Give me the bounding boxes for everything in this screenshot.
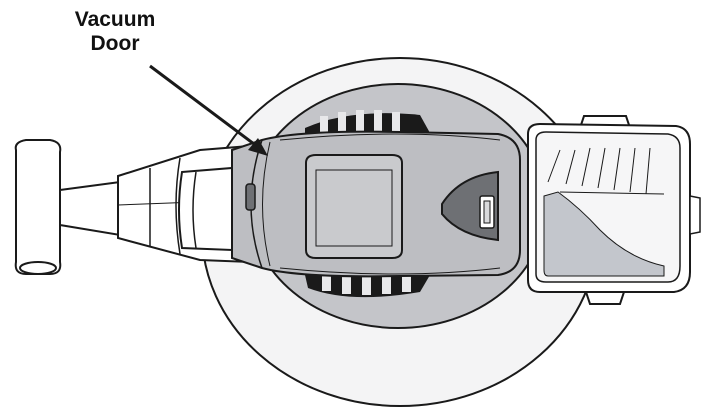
bottom-vents: [305, 275, 430, 298]
top-vents: [305, 110, 430, 134]
callout-line-2: Door: [90, 32, 140, 55]
dust-bin: [527, 115, 701, 305]
vacuum-door-callout: Vacuum Door: [40, 8, 190, 56]
callout-line-1: Vacuum: [74, 8, 156, 31]
rear-collar: [178, 166, 233, 252]
vacuum-door: [245, 183, 256, 211]
callout-arrow: [149, 64, 268, 156]
debris: [543, 191, 665, 277]
handle: [14, 139, 121, 275]
main-body: [231, 130, 521, 278]
